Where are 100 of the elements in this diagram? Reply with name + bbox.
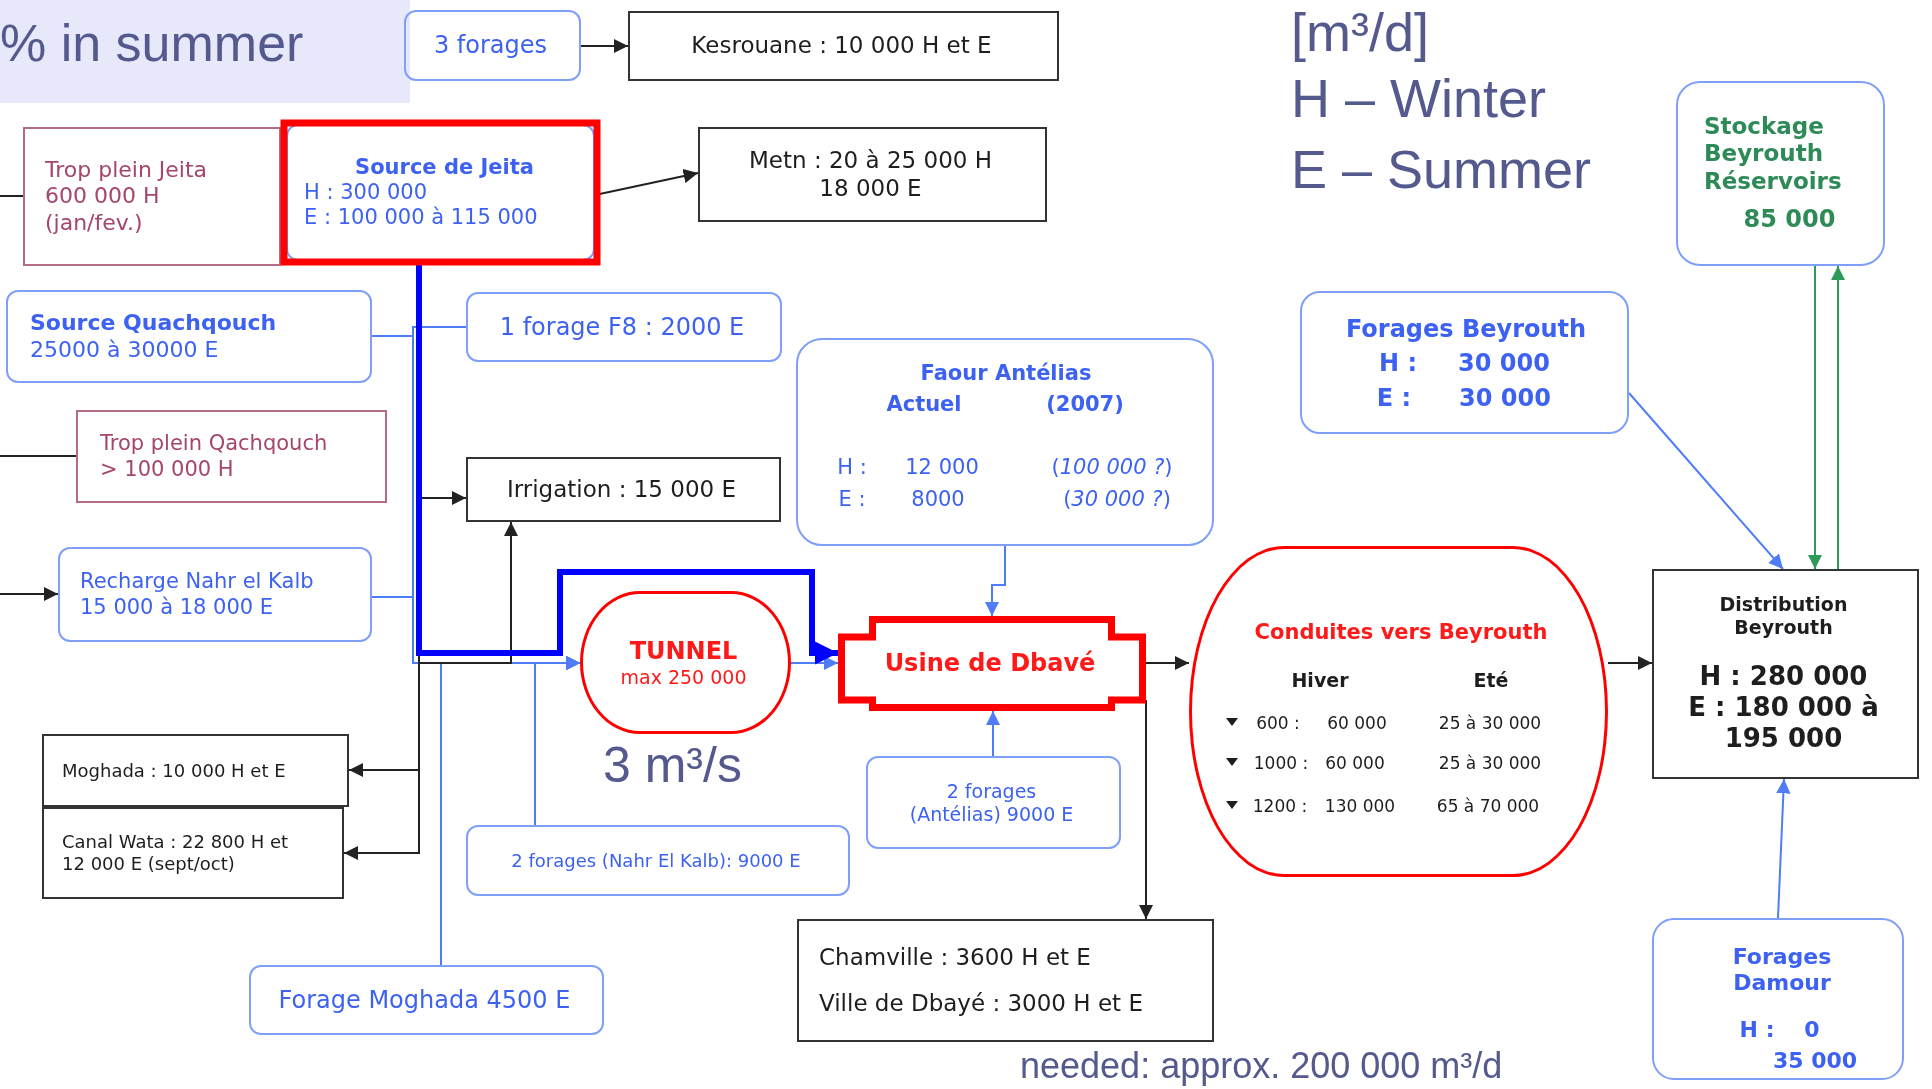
node-text: 600 000 H xyxy=(45,183,161,210)
node-text: Kesrouane : 10 000 H et E xyxy=(690,32,993,60)
node-text: 25 à 30 000 xyxy=(1438,712,1542,734)
node-text: 12 000 xyxy=(905,455,979,481)
source-box xyxy=(1300,291,1629,434)
node-text: H : xyxy=(1379,348,1417,378)
node-text: 65 à 70 000 xyxy=(1436,795,1540,817)
node-text: Forages Damour xyxy=(1731,943,1833,997)
node-text: Source de Jeita xyxy=(354,154,535,180)
arrow xyxy=(580,38,629,54)
arrow xyxy=(534,655,581,826)
source-box xyxy=(58,547,372,642)
node-text: Eté xyxy=(1473,668,1509,692)
data-box xyxy=(1652,569,1919,779)
tunnel-shape xyxy=(580,591,791,734)
arrow xyxy=(985,710,1001,757)
node-text: 600 : xyxy=(1256,712,1300,734)
node-text: E : 100 000 à 115 000 xyxy=(304,205,539,231)
node-text: 35 000 xyxy=(1772,1047,1858,1075)
source-box xyxy=(6,290,372,383)
data-box xyxy=(42,734,349,807)
source-box xyxy=(1676,81,1885,266)
node-text: max 250 000 xyxy=(619,665,748,689)
node-text: 30 000 xyxy=(1458,348,1550,378)
source-box xyxy=(1652,918,1904,1080)
node-text: Canal Wata : 22 800 H et 12 000 E (sept/oct) xyxy=(62,831,290,875)
node-text: Recharge Nahr el Kalb xyxy=(80,569,315,595)
node-text: Distribution Beyrouth xyxy=(1718,593,1849,639)
node-text: Hiver xyxy=(1291,668,1349,692)
pipeline-shape xyxy=(1189,546,1608,877)
node-text: (100 000 ?) xyxy=(1051,455,1173,481)
node-text: 18 000 E xyxy=(818,174,923,203)
note-text: 3 m³/s xyxy=(603,736,742,795)
node-text: Trop plein Jeita xyxy=(45,156,209,184)
node-text: 3 forages xyxy=(432,31,549,60)
data-box xyxy=(23,127,281,266)
node-text: Conduites vers Beyrouth xyxy=(1254,620,1548,646)
source-box xyxy=(249,965,604,1035)
source-box xyxy=(466,292,782,362)
data-box xyxy=(76,410,387,503)
note-text: % in summer xyxy=(0,13,304,74)
arrow xyxy=(1138,699,1154,920)
node-text: H : 280 000 xyxy=(1698,661,1869,693)
node-text: E : xyxy=(838,487,866,513)
node-text: TUNNEL xyxy=(628,636,739,666)
node-text: Forage Moghada 4500 E xyxy=(277,985,572,1015)
node-text: Trop plein Qachqouch xyxy=(100,431,329,457)
node-text: 85 000 xyxy=(1742,205,1837,235)
node-text: Forages Beyrouth xyxy=(1345,314,1587,344)
node-text: Stockage Beyrouth Réservoirs xyxy=(1704,112,1843,196)
arrow xyxy=(1776,778,1791,919)
note-text: [m³/d] xyxy=(1291,1,1429,64)
node-text: Usine de Dbavé xyxy=(883,649,1097,678)
node-text: 60 000 xyxy=(1327,712,1387,734)
node-text: 25 à 30 000 xyxy=(1438,752,1542,774)
node-text: Actuel xyxy=(886,392,962,418)
node-text: H : xyxy=(1739,1016,1775,1044)
node-text: 60 000 xyxy=(1325,752,1385,774)
source-box xyxy=(866,756,1121,849)
plant-shape xyxy=(838,616,1146,711)
arrow xyxy=(1807,265,1823,570)
arrow xyxy=(1145,655,1190,671)
node-text: E : 180 000 à 195 000 xyxy=(1687,692,1880,755)
connector-line xyxy=(0,195,24,197)
node-text: Irrigation : 15 000 E xyxy=(505,475,738,504)
node-text: Metn : 20 à 25 000 H xyxy=(748,146,993,175)
node-text: 8000 xyxy=(911,487,965,513)
arrow xyxy=(984,545,1006,617)
node-text: 2 forages (Nahr El Kalb): 9000 E xyxy=(510,849,802,872)
node-text: 1200 : xyxy=(1252,795,1308,817)
data-box xyxy=(698,127,1047,222)
data-box xyxy=(42,807,344,899)
node-text: H : 300 000 xyxy=(304,179,429,206)
connector-line xyxy=(0,455,77,457)
note-text: H – Winter xyxy=(1291,67,1547,130)
arrow xyxy=(1830,265,1846,570)
data-box xyxy=(797,919,1214,1042)
node-text: 30 000 xyxy=(1459,383,1551,413)
note-text: E – Summer xyxy=(1291,138,1592,201)
data-box xyxy=(466,457,781,522)
arrow xyxy=(1607,655,1653,671)
node-text: Source Quachqouch xyxy=(30,310,278,337)
node-text: (jan/fev.) xyxy=(45,209,144,237)
source-box xyxy=(796,338,1214,546)
arrow xyxy=(1628,392,1784,570)
node-text: 15 000 à 18 000 E xyxy=(80,594,275,620)
node-text: (2007) xyxy=(1046,392,1124,418)
node-text: (30 000 ?) xyxy=(1063,487,1171,513)
node-text: 0 xyxy=(1804,1016,1820,1044)
node-text: H : xyxy=(837,455,867,481)
data-box xyxy=(628,11,1059,81)
node-text: 2 forages (Antélias) 9000 E xyxy=(908,779,1075,826)
node-text: 25000 à 30000 E xyxy=(30,336,220,363)
source-box xyxy=(466,825,850,896)
node-text: 1000 : xyxy=(1253,752,1309,774)
node-text: Faour Antélias xyxy=(920,361,1092,387)
node-text: E : xyxy=(1376,383,1412,413)
node-text: Moghada : 10 000 H et E xyxy=(62,759,287,782)
note-text: needed: approx. 200 000 m³/d xyxy=(1020,1044,1503,1088)
arrow xyxy=(790,655,839,671)
